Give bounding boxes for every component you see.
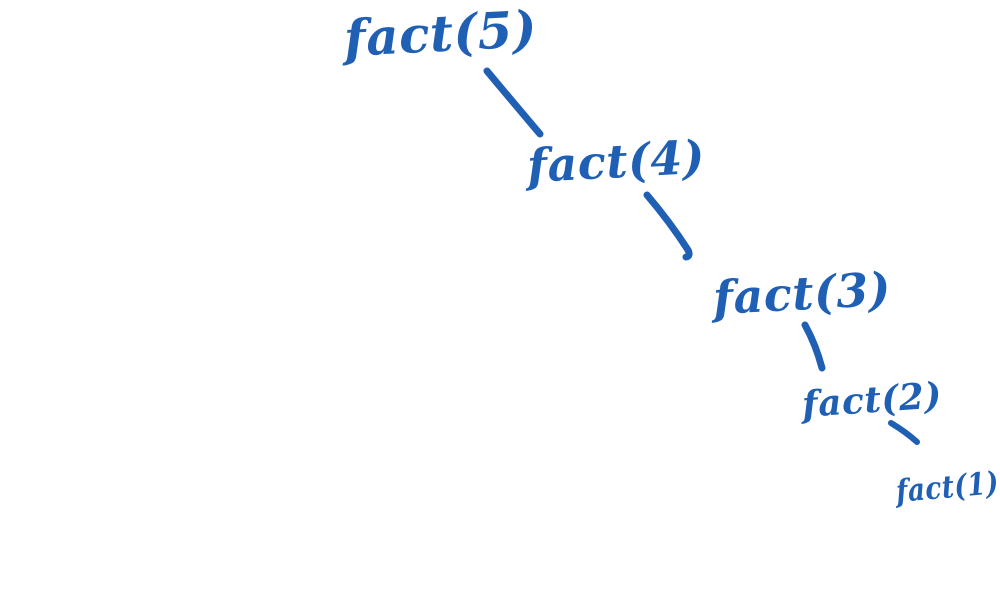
- edge-fact2-to-fact1: [888, 420, 920, 445]
- edge-fact4-to-fact3: [643, 191, 693, 261]
- node-label-fact4: fact(4): [523, 130, 706, 193]
- node-label-fact2: fact(2): [798, 374, 944, 426]
- node-label-fact5: fact(5): [340, 0, 539, 68]
- edge-fact5-to-fact4: [483, 67, 544, 138]
- edge-fact3-to-fact2: [801, 321, 826, 372]
- node-label-fact3: fact(3): [709, 262, 892, 325]
- node-label-fact1: fact(1): [893, 465, 1000, 510]
